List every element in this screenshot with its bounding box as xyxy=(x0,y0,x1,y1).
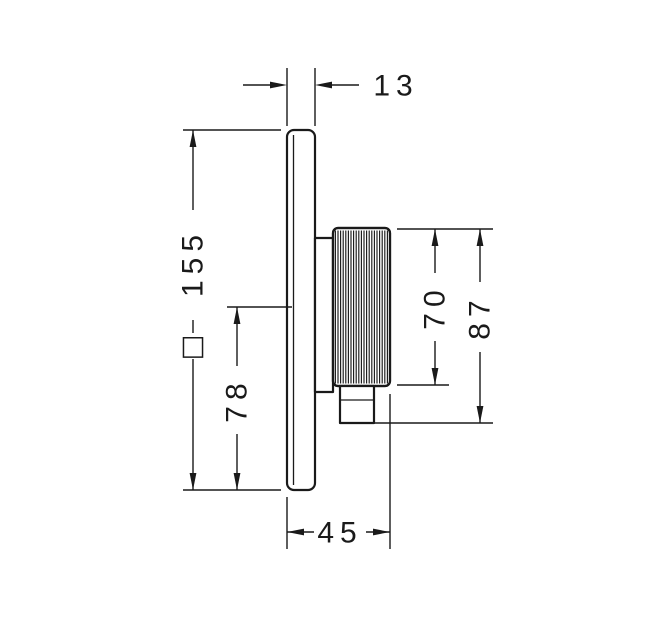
dim-label-handle-diameter: 70 xyxy=(419,284,452,329)
arrowhead-up-icon xyxy=(431,229,439,246)
wall-plate-outline xyxy=(285,128,317,492)
handle-grip xyxy=(331,226,392,388)
dim-label-handle-axis-height: 78 xyxy=(221,377,254,422)
arrowhead-up-icon xyxy=(233,307,241,324)
handle-sleeve-outline xyxy=(313,236,335,394)
arrowhead-down-icon xyxy=(189,473,197,490)
dim-label-plate-size: 155 xyxy=(177,229,210,297)
dimension-handle-diameter: 70 xyxy=(397,228,493,386)
square-symbol: □ xyxy=(180,331,206,362)
arrowhead-down-icon xyxy=(431,368,439,385)
arrowhead-right-icon xyxy=(270,81,287,89)
dim-label-handle-unit-height: 87 xyxy=(464,294,497,339)
dimension-handle-unit-height: 87 xyxy=(352,229,497,424)
dimension-plate-thickness: 13 xyxy=(243,68,418,126)
arrowhead-up-icon xyxy=(189,130,197,147)
dimension-handle-axis-height: 78 xyxy=(221,306,292,490)
arrowhead-left-icon xyxy=(315,81,332,89)
dimension-projection: 45 xyxy=(286,394,391,550)
arrowhead-down-icon xyxy=(476,406,484,423)
wall-plate xyxy=(285,128,317,492)
handle-base-step xyxy=(338,384,376,425)
handle-sleeve xyxy=(313,236,335,394)
dim-label-plate-thickness: 13 xyxy=(373,70,418,103)
base-step-outline xyxy=(338,384,376,425)
symbol-mask xyxy=(182,333,204,359)
dimension-plate-size: 155 □ xyxy=(177,129,281,491)
arrowhead-left-icon xyxy=(287,528,304,536)
arrowhead-up-icon xyxy=(476,229,484,246)
arrowhead-right-icon xyxy=(373,528,390,536)
dim-label-projection: 45 xyxy=(317,517,362,550)
knurl-texture xyxy=(334,230,388,384)
arrowhead-down-icon xyxy=(233,473,241,490)
